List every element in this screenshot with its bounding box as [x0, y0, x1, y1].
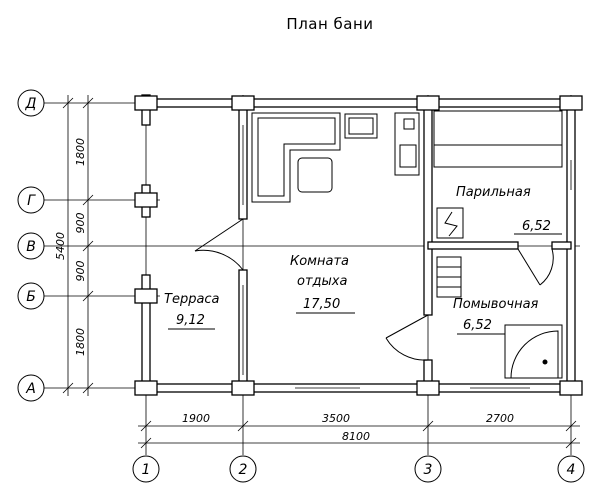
windows	[242, 125, 572, 389]
horizontal-dimension-labels: 1900 3500 2700 8100	[182, 412, 514, 443]
table-icon	[297, 157, 333, 193]
dim-h-2700: 2700	[486, 412, 514, 425]
wash-room-area: 6,52	[463, 318, 492, 333]
bench-lower-icon	[433, 144, 563, 168]
furniture	[251, 110, 563, 379]
vertical-dimension-labels: 1800 900 900 1800 5400	[54, 138, 87, 356]
rest-room-name-1: Комната	[290, 254, 349, 269]
dim-h-total: 8100	[342, 430, 370, 443]
dim-v-900-a: 900	[74, 213, 87, 234]
dim-h-1900: 1900	[182, 412, 210, 425]
plan-title: План бани	[286, 15, 373, 33]
room-labels: Терраса 9,12 Комната отдыха 17,50 Париль…	[164, 185, 562, 335]
axis-letter-markers: Д Г В Б А	[17, 89, 45, 402]
wash-room-name: Помывочная	[453, 297, 539, 312]
axis-letter-d: Д	[25, 96, 37, 112]
axis-number-markers: 1 2 3 4	[132, 455, 585, 483]
axis-letter-b: Б	[26, 289, 36, 305]
axis-number-1: 1	[142, 462, 151, 478]
dim-v-1800-bottom: 1800	[74, 328, 87, 356]
vertical-dimensions	[62, 95, 94, 396]
axis-letter-g: Г	[27, 193, 36, 209]
terrace-name: Терраса	[164, 292, 220, 307]
bench-upper-icon	[433, 110, 563, 146]
heater-icon	[436, 207, 464, 239]
dim-h-3500: 3500	[322, 412, 350, 425]
axis-letter-v: В	[26, 239, 36, 255]
horizontal-dimensions	[138, 420, 580, 449]
axis-number-4: 4	[567, 462, 576, 478]
dim-v-total: 5400	[54, 232, 67, 260]
steam-room-name: Парильная	[456, 185, 531, 200]
terrace-area: 9,12	[176, 313, 205, 328]
dim-v-900-b: 900	[74, 261, 87, 282]
steam-room-area: 6,52	[522, 219, 551, 234]
axis-letter-a: А	[25, 381, 36, 397]
rest-room-area: 17,50	[303, 297, 340, 312]
axis-number-2: 2	[239, 462, 248, 478]
dim-v-1800-top: 1800	[74, 138, 87, 166]
rest-room-name-2: отдыха	[297, 274, 347, 289]
doors	[194, 218, 554, 361]
axis-number-3: 3	[424, 462, 433, 478]
log-corners	[134, 95, 583, 396]
